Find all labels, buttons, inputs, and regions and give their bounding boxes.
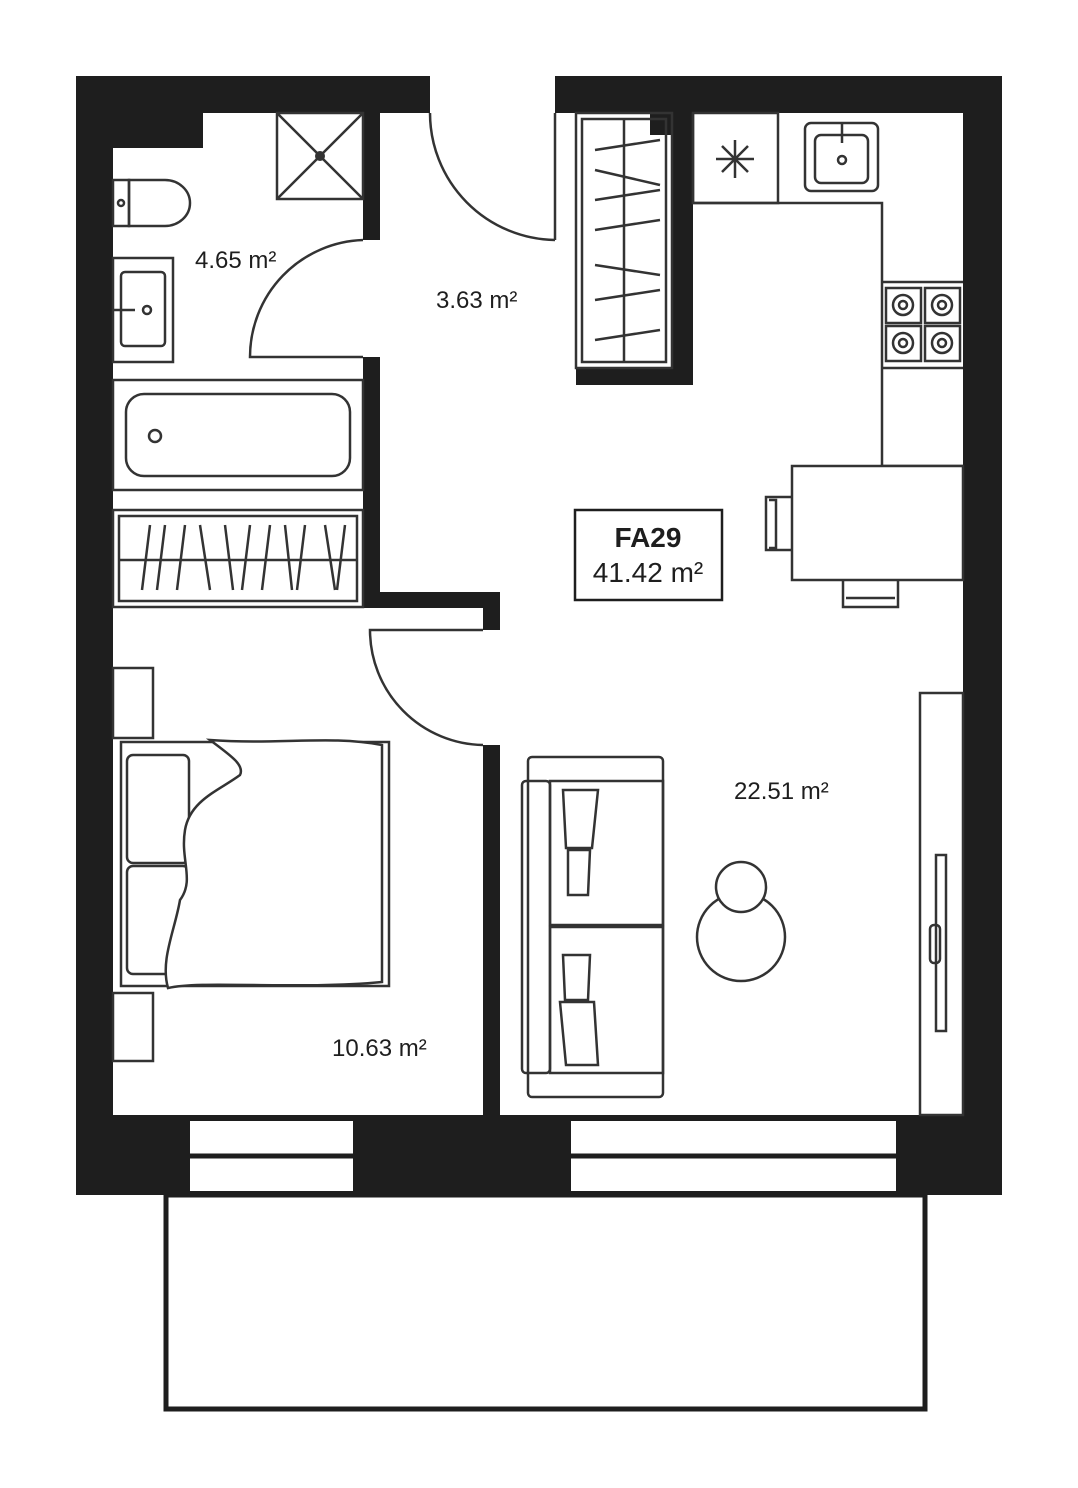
toilet: [111, 178, 192, 228]
doors: [248, 112, 557, 747]
balcony: [163, 1192, 928, 1412]
total-area: 41.42 m²: [593, 557, 704, 588]
bathroom-area: 4.65 m²: [195, 247, 276, 274]
unit-code: FA29: [615, 522, 682, 553]
bathtub: [111, 378, 365, 492]
cooktop: [884, 286, 962, 363]
room-labels: 4.65 m² 3.63 m² 22.51 m² 10.63 m²: [195, 247, 829, 1062]
hallway-area: 3.63 m²: [436, 287, 517, 314]
shower: [275, 111, 365, 201]
sofa: [520, 755, 665, 1099]
bed: [111, 666, 391, 1063]
wardrobe-bedroom: [111, 508, 365, 609]
sink: [803, 121, 880, 193]
washbasin: [111, 256, 175, 364]
unit-label-box: FA29 41.42 m²: [573, 508, 724, 602]
windows: [190, 1121, 896, 1191]
bedroom-area: 10.63 m²: [332, 1035, 427, 1062]
living-area: 22.51 m²: [734, 778, 829, 805]
armchair: [695, 860, 787, 983]
kitchen-counter: [691, 111, 963, 468]
walls: [76, 76, 1002, 1195]
dining-table: [764, 464, 965, 609]
wardrobe-hallway: [574, 111, 674, 370]
tv-unit: [918, 691, 965, 1117]
